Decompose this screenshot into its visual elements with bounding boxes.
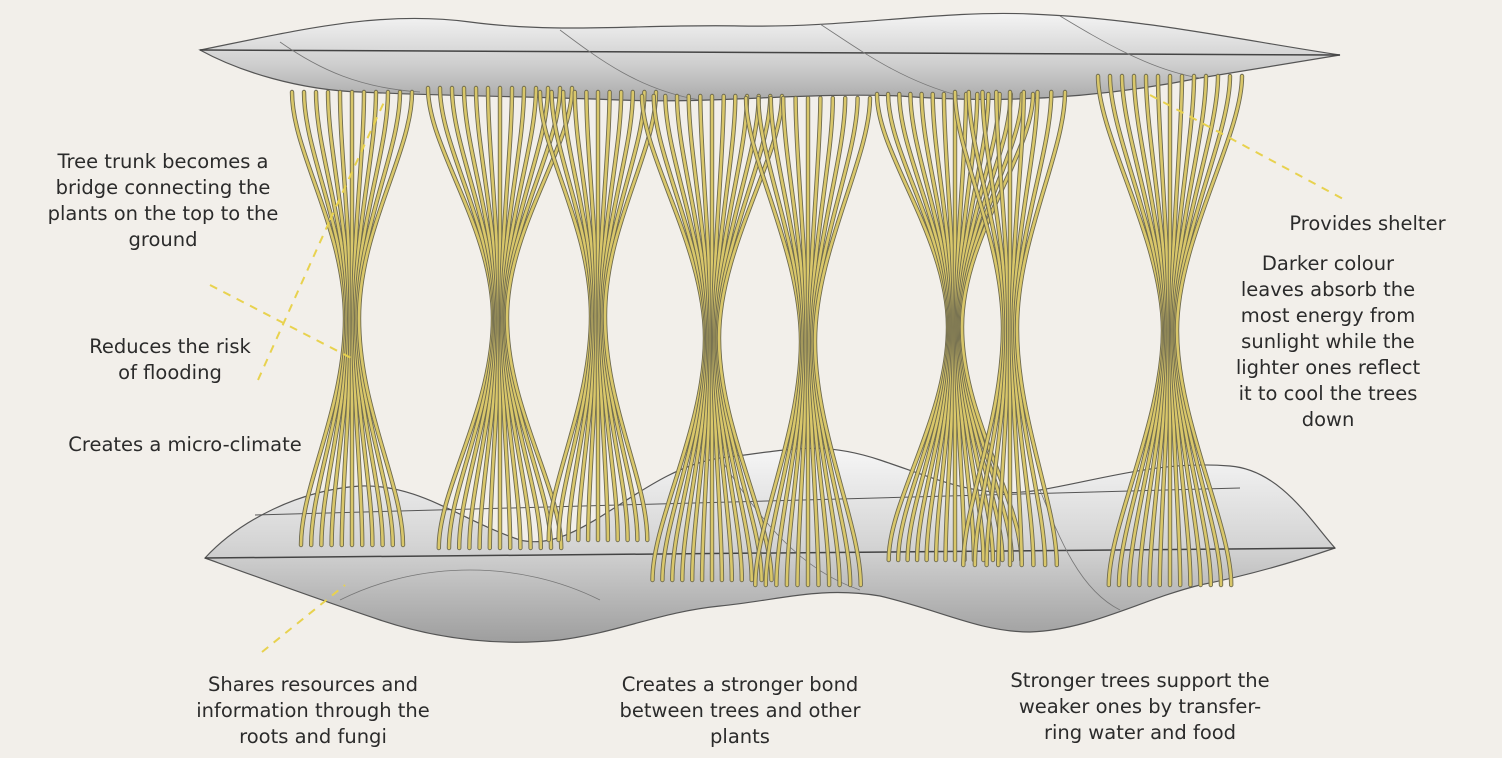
leader-resources (262, 585, 345, 652)
label-bridge: Tree trunk becomes a bridge connecting t… (28, 149, 298, 253)
label-resources: Shares resources and information through… (178, 672, 448, 750)
label-colour: Darker colour leaves absorb the most ene… (1218, 251, 1438, 433)
label-support: Stronger trees support the weaker ones b… (990, 668, 1290, 746)
label-microclimate: Creates a micro-climate (50, 432, 320, 458)
label-flooding: Reduces the risk of flooding (60, 334, 280, 386)
label-shelter: Provides shelter (1270, 211, 1465, 237)
label-bond: Creates a stronger bond between trees an… (600, 672, 880, 750)
